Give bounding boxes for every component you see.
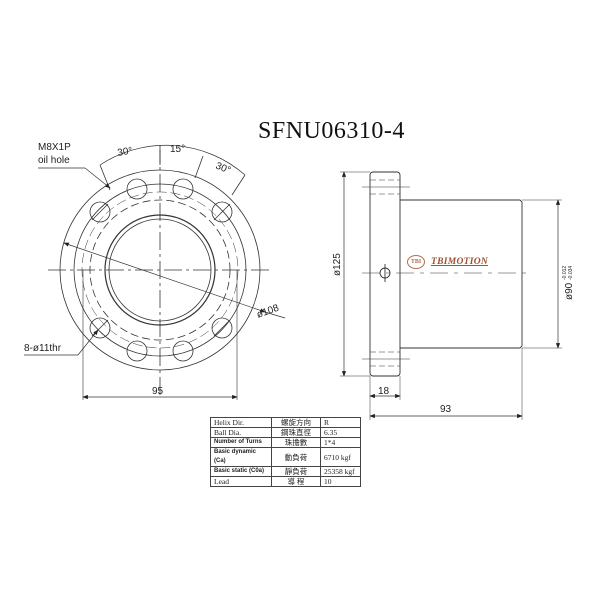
spec-label-zh: 動負荷	[271, 447, 321, 467]
body-diameter-label: ø90 -0.012 -0.034	[562, 266, 575, 300]
spec-value: 1*4	[320, 437, 361, 448]
spec-label-zh: 導 程	[271, 476, 321, 487]
spec-label-en: Ball Dia.	[210, 427, 272, 438]
spec-label-zh: 螺旋方向	[271, 417, 321, 428]
spec-label-en: Number of Turns	[210, 437, 272, 448]
oil-hole-thread-label: M8X1P	[38, 142, 71, 153]
spec-table: Helix Dir. 螺旋方向 R Ball Dia. 鋼珠直徑 6.35 Nu…	[210, 417, 361, 487]
table-row: Helix Dir. 螺旋方向 R	[210, 417, 361, 428]
bolt-holes-label: 8-ø11thr	[24, 343, 62, 354]
tbimotion-logo: TBI TBIMOTION	[407, 255, 488, 269]
table-row: Number of Turns 珠擔數 1*4	[210, 437, 361, 448]
spec-label-zh: 靜負荷	[271, 466, 321, 477]
spec-value: 25358 kgf	[320, 466, 361, 477]
svg-text:-0.034: -0.034	[568, 266, 574, 280]
angle-right-label: 30°	[214, 161, 232, 177]
drawing-title: SFNU06310-4	[258, 118, 405, 144]
table-row: Ball Dia. 鋼珠直徑 6.35	[210, 427, 361, 438]
bolt-holes	[89, 178, 233, 362]
flange-side	[369, 171, 401, 377]
width-dim-label: 95	[152, 386, 164, 397]
table-row: Basic dynamic (Ca) 動負荷 6710 kgf	[210, 447, 361, 467]
side-view	[340, 171, 562, 420]
pcd-label: ø108	[255, 303, 281, 321]
svg-text:ø90: ø90	[564, 282, 575, 300]
tbi-logo-icon: TBI	[407, 255, 425, 269]
table-row: Lead 導 程 10	[210, 476, 361, 487]
spec-value: R	[320, 417, 361, 428]
angle-left-label: 30°	[117, 145, 134, 158]
flange-thickness-label: 18	[378, 386, 390, 397]
svg-text:-0.012: -0.012	[562, 266, 568, 280]
logo-text: TBIMOTION	[431, 257, 489, 267]
table-row: Basic static (C0a) 靜負荷 25358 kgf	[210, 466, 361, 477]
spec-label-en: Lead	[210, 476, 272, 487]
spec-label-en: Helix Dir.	[210, 417, 272, 428]
spec-value: 10	[320, 476, 361, 487]
angle-center-label: 15°	[170, 144, 185, 155]
spec-label-zh: 鋼珠直徑	[271, 427, 321, 438]
front-view	[24, 144, 286, 400]
spec-label-en: Basic static (C0a)	[210, 466, 272, 477]
spec-label-zh: 珠擔數	[271, 437, 321, 448]
overall-length-label: 93	[440, 404, 452, 415]
spec-label-en: Basic dynamic (Ca)	[210, 447, 272, 467]
oil-hole-label: oil hole	[38, 155, 70, 166]
flange-diameter-label: ø125	[332, 253, 343, 276]
spec-value: 6.35	[320, 427, 361, 438]
spec-value: 6710 kgf	[320, 447, 361, 467]
